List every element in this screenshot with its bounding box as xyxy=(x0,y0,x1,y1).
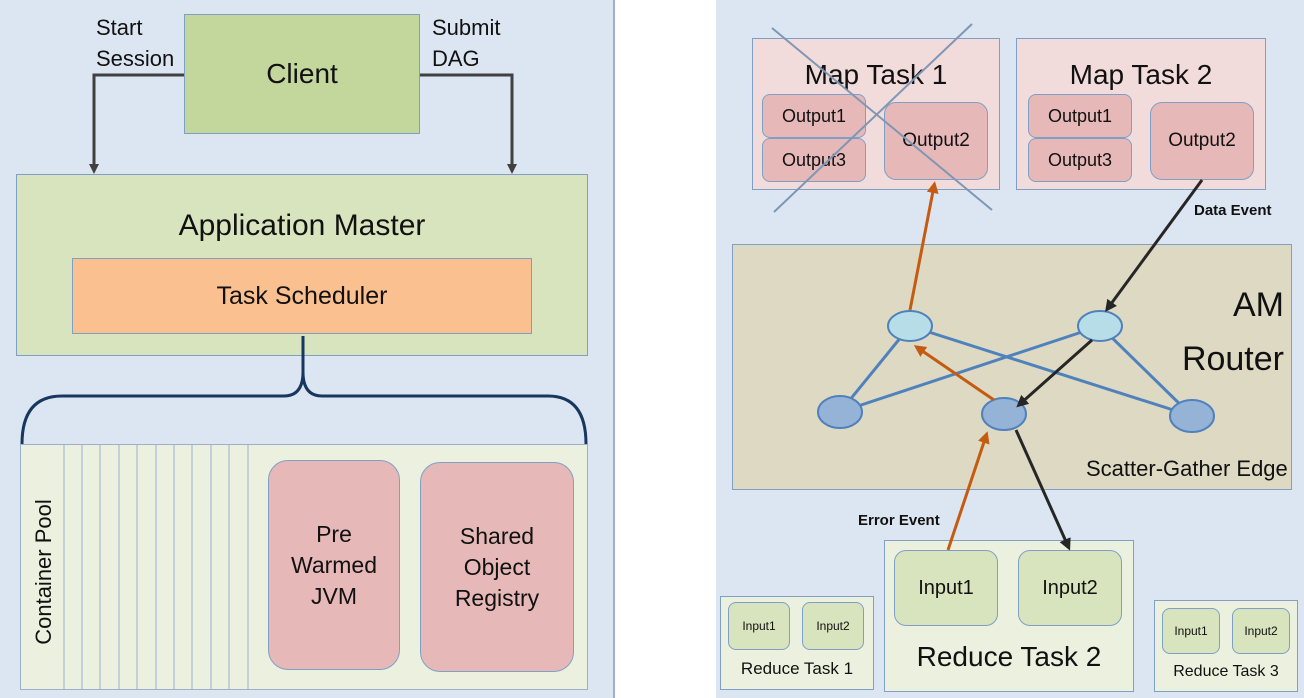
input2-label: Input2 xyxy=(816,619,850,633)
output3-label: Output3 xyxy=(781,149,847,170)
failure-cross-line-1 xyxy=(771,27,993,211)
map-task-2-label: Map Task 2 xyxy=(1069,59,1213,90)
am-router-box xyxy=(732,244,1292,490)
map-task-2-output2: Output2 xyxy=(1150,102,1254,180)
submit-dag-arrow xyxy=(420,73,517,174)
router-node-bottom-left xyxy=(817,395,863,429)
data-arrow-node-to-reduce xyxy=(1014,429,1071,551)
input1-label: Input1 xyxy=(918,576,974,599)
output1-label: Output1 xyxy=(781,105,847,126)
map-task-1-output1: Output1 xyxy=(762,94,866,138)
router-node-top-left xyxy=(887,310,933,342)
container-slots xyxy=(63,444,249,690)
reduce-task-3-input2: Input2 xyxy=(1232,608,1290,654)
application-master-label: Application Master xyxy=(178,209,426,242)
submit-dag-label: Submit DAG xyxy=(432,15,501,71)
container-brace xyxy=(20,336,588,445)
error-arrow-node-to-node xyxy=(913,345,995,402)
reduce-task-3-input1: Input1 xyxy=(1162,608,1220,654)
start-session-label: Start Session xyxy=(96,15,175,71)
output3-label: Output3 xyxy=(1047,149,1113,170)
output2-label: Output2 xyxy=(1168,130,1236,151)
input1-label: Input1 xyxy=(742,619,776,633)
error-arrow-reduce-to-node xyxy=(946,431,990,551)
client-label: Client xyxy=(266,58,338,89)
reduce-task-2-input2: Input2 xyxy=(1018,550,1122,626)
router-node-bottom-right xyxy=(1169,399,1215,433)
output2-label: Output2 xyxy=(902,130,970,151)
am-router-label: AM Router xyxy=(1181,286,1284,378)
reduce-task-1-input2: Input2 xyxy=(802,602,864,650)
task-scheduler-box[interactable]: Task Scheduler xyxy=(72,258,532,334)
input2-label: Input2 xyxy=(1244,624,1278,638)
pre-warmed-jvm-box: Pre Warmed JVM xyxy=(268,460,400,670)
reduce-task-1-label: Reduce Task 1 xyxy=(740,659,854,678)
start-session-arrow xyxy=(89,73,184,174)
error-arrow-node-to-output2 xyxy=(908,181,939,311)
data-arrow-node-to-node xyxy=(1016,338,1093,408)
reduce-task-2-label: Reduce Task 2 xyxy=(916,641,1102,672)
client-box[interactable]: Client xyxy=(184,14,420,134)
failure-cross-line-2 xyxy=(773,23,973,213)
error-event-label: Error Event xyxy=(858,512,940,529)
scatter-gather-edge-label: Scatter-Gather Edge xyxy=(1086,456,1288,481)
data-event-label: Data Event xyxy=(1194,202,1272,219)
input1-label: Input1 xyxy=(1174,624,1208,638)
reduce-task-1-input1: Input1 xyxy=(728,602,790,650)
shared-object-registry-label: Shared Object Registry xyxy=(454,522,540,611)
pre-warmed-jvm-label: Pre Warmed JVM xyxy=(290,520,378,609)
output1-label: Output1 xyxy=(1047,105,1113,126)
router-node-top-right xyxy=(1077,310,1123,342)
shared-object-registry-box: Shared Object Registry xyxy=(420,462,574,672)
data-arrow-output2-to-node xyxy=(1105,179,1204,313)
input2-label: Input2 xyxy=(1042,576,1098,599)
map-task-2-output3: Output3 xyxy=(1028,138,1132,182)
reduce-task-2-input1: Input1 xyxy=(894,550,998,626)
map-task-2-output1: Output1 xyxy=(1028,94,1132,138)
router-node-bottom-center xyxy=(981,397,1027,431)
task-scheduler-label: Task Scheduler xyxy=(216,281,388,310)
map-task-1-output2: Output2 xyxy=(884,102,988,180)
reduce-task-3-label: Reduce Task 3 xyxy=(1173,663,1279,680)
